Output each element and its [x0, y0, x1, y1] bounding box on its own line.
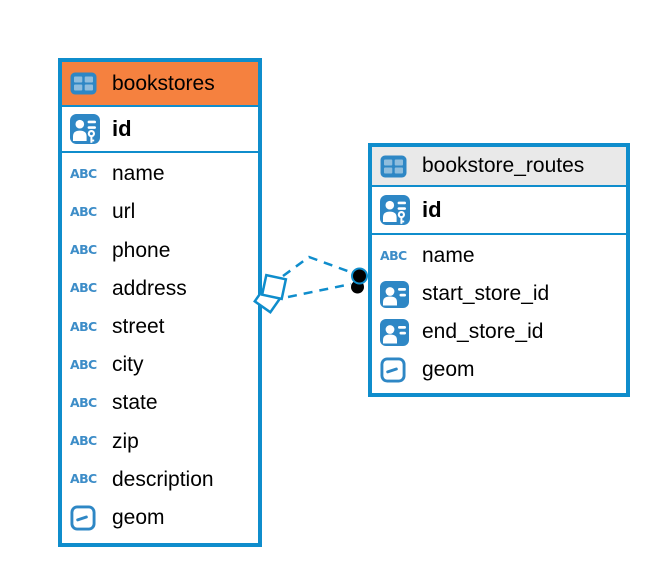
column-row-address[interactable]: ABC address	[62, 270, 258, 308]
column-row-geom[interactable]: geom	[62, 499, 258, 537]
column-name: city	[112, 353, 144, 377]
table-bookstores-header[interactable]: bookstores	[62, 62, 258, 107]
column-name: url	[112, 200, 136, 224]
column-name: address	[112, 276, 187, 300]
column-name: id	[112, 116, 132, 141]
text-type-icon: ABC	[70, 356, 97, 372]
text-type-icon: ABC	[70, 433, 97, 449]
column-row-phone[interactable]: ABC phone	[62, 231, 258, 269]
text-type-icon: ABC	[70, 204, 97, 220]
column-name: name	[112, 162, 165, 186]
column-name: id	[422, 197, 442, 222]
text-type-icon: ABC	[70, 318, 97, 334]
text-type-icon: ABC	[70, 242, 97, 258]
column-row-name[interactable]: ABC name	[372, 237, 626, 275]
text-type-icon: ABC	[70, 471, 97, 487]
column-row-street[interactable]: ABC street	[62, 308, 258, 346]
relationship-line-1[interactable]	[282, 255, 354, 278]
table-bookstore-routes[interactable]: bookstore_routes id ABC name start_store_…	[368, 143, 630, 397]
text-type-icon: ABC	[70, 206, 103, 219]
person-reference-icon	[380, 318, 413, 346]
table-title: bookstore_routes	[422, 154, 585, 177]
column-name: description	[112, 467, 214, 491]
column-name: phone	[112, 238, 171, 262]
table-bookstore-routes-header[interactable]: bookstore_routes	[372, 147, 626, 187]
column-row-end_store_id[interactable]: end_store_id	[372, 313, 626, 351]
text-type-icon: ABC	[70, 280, 97, 296]
text-type-icon: ABC	[70, 473, 103, 486]
column-row-description[interactable]: ABC description	[62, 461, 258, 499]
text-type-icon: ABC	[380, 247, 407, 263]
column-row-name[interactable]: ABC name	[62, 155, 258, 193]
column-row-start_store_id[interactable]: start_store_id	[372, 275, 626, 313]
column-row-city[interactable]: ABC city	[62, 346, 258, 384]
text-type-icon: ABC	[70, 318, 103, 334]
column-row-zip[interactable]: ABC zip	[62, 422, 258, 460]
primary-key-icon	[70, 114, 103, 144]
text-type-icon: ABC	[70, 165, 97, 181]
text-type-icon: ABC	[70, 356, 103, 372]
column-name: geom	[422, 358, 475, 381]
column-name: geom	[112, 505, 165, 529]
relationship-line-2[interactable]	[287, 282, 352, 299]
table-title: bookstores	[112, 71, 215, 95]
text-type-icon: ABC	[70, 244, 103, 257]
column-row-state[interactable]: ABC state	[62, 384, 258, 422]
text-type-icon: ABC	[70, 397, 103, 410]
text-type-icon: ABC	[380, 247, 413, 263]
column-row-id[interactable]: id	[372, 187, 626, 235]
column-row-url[interactable]: ABC url	[62, 193, 258, 231]
text-type-icon: ABC	[70, 435, 103, 448]
column-name: state	[112, 391, 158, 415]
column-name: start_store_id	[422, 282, 550, 305]
geometry-type-icon	[380, 357, 413, 383]
table-icon	[380, 155, 413, 178]
column-row-geom[interactable]: geom	[372, 351, 626, 389]
primary-key-icon	[380, 195, 413, 225]
target-dots-marker	[351, 267, 368, 294]
column-name: street	[112, 314, 165, 338]
column-row-id[interactable]: id	[62, 107, 258, 153]
column-name: zip	[112, 429, 139, 453]
column-name: end_store_id	[422, 320, 544, 343]
person-reference-icon	[380, 280, 413, 308]
geometry-type-icon	[70, 505, 103, 531]
column-name: name	[422, 244, 475, 267]
text-type-icon: ABC	[70, 282, 103, 295]
table-bookstore-routes-columns: ABC name start_store_id end_store_id geom	[372, 235, 626, 391]
text-type-icon: ABC	[70, 165, 103, 181]
table-icon	[70, 72, 103, 95]
text-type-icon: ABC	[70, 395, 97, 411]
